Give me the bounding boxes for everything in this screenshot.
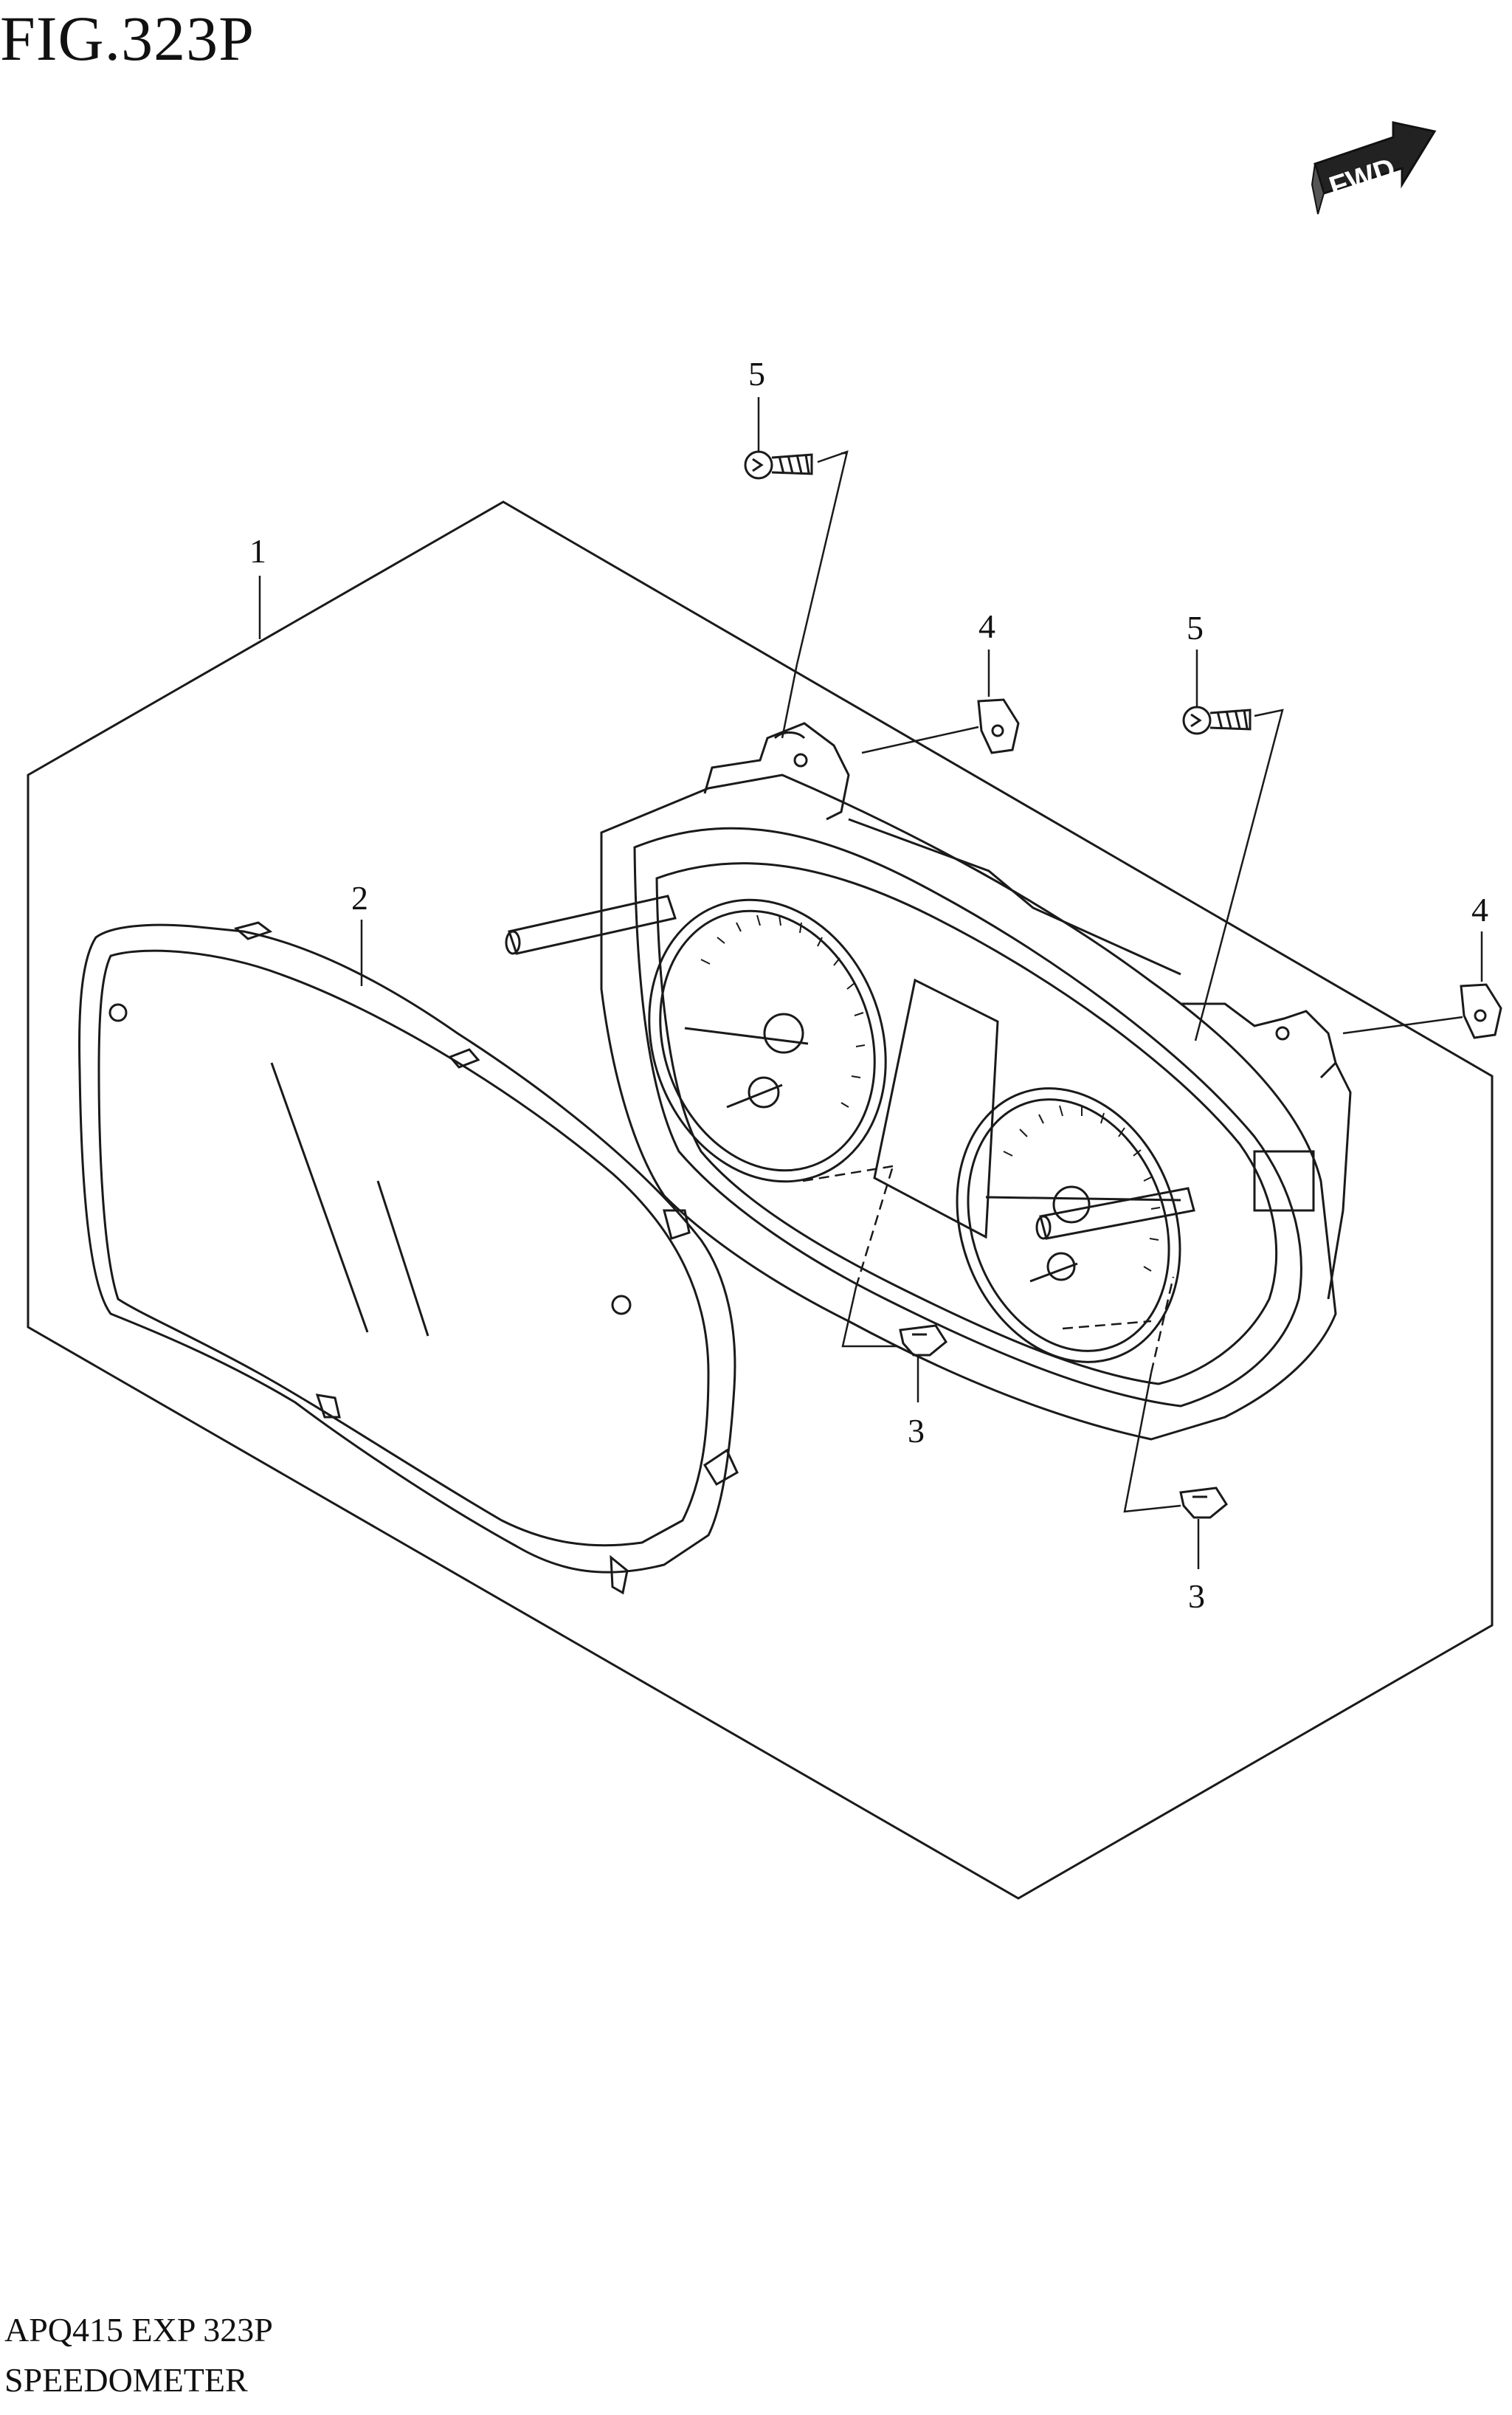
screw-icon: [744, 450, 813, 480]
callout-2: 2: [351, 879, 368, 917]
figure-title: FIG.323P: [0, 3, 255, 74]
callout-3-right: 3: [1188, 1577, 1205, 1615]
screw-icon: [1182, 706, 1252, 735]
leader-lines: [258, 397, 1483, 1569]
meter-lens-cover: [78, 921, 739, 1595]
tachometer-gauge: [648, 898, 887, 1183]
callout-5-right: 5: [1187, 609, 1204, 647]
footer-name: SPEEDOMETER: [4, 2361, 248, 2399]
fwd-arrow-icon: FWD: [1311, 121, 1437, 215]
hidden-lines: [802, 1165, 1175, 1374]
clip-nut-icon: [1460, 983, 1502, 1039]
bracket-clip-icon: [899, 1324, 947, 1357]
callout-1: 1: [249, 532, 266, 570]
clip-nut-icon: [977, 698, 1020, 754]
trip-knob-shaft: [505, 895, 1195, 1240]
footer-code: APQ415 EXP 323P: [4, 2311, 273, 2349]
callout-4-right: 4: [1471, 891, 1488, 929]
speedometer-gauge: [956, 1087, 1181, 1363]
meter-cluster-housing: [600, 722, 1352, 1441]
bracket-clip-icon: [1179, 1486, 1228, 1519]
callout-5-upper: 5: [748, 355, 765, 393]
assembly-frame: [27, 500, 1494, 1900]
callout-4-upper: 4: [978, 607, 995, 645]
callout-3-left: 3: [908, 1412, 925, 1450]
